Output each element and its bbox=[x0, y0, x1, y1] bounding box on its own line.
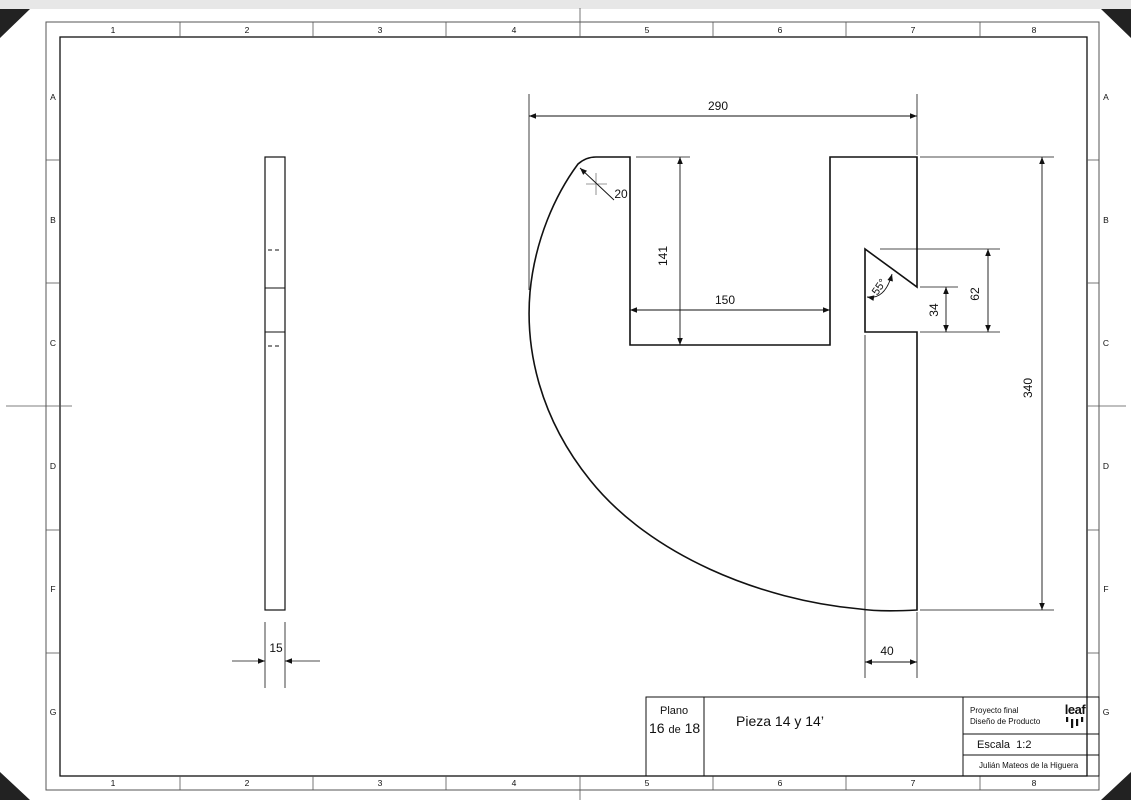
dim-notch-inner-label: 34 bbox=[927, 303, 941, 317]
zone-row-a-left: A bbox=[50, 92, 56, 102]
project-line-1: Proyecto final bbox=[970, 706, 1019, 715]
zone-col-3-bottom: 3 bbox=[378, 778, 383, 788]
scale-label: Escala bbox=[977, 739, 1011, 751]
sheet-number-group: 16 de 18 bbox=[649, 720, 700, 736]
drawing-title: Pieza 14 y 14’ bbox=[736, 713, 824, 729]
zone-col-2-bottom: 2 bbox=[245, 778, 250, 788]
title-block-lines bbox=[645, 696, 1100, 777]
part-profile bbox=[528, 156, 918, 612]
leaf-logo: leaf bbox=[1065, 702, 1087, 717]
sheet-total: 18 bbox=[684, 720, 701, 736]
corner-mount-top-right bbox=[1101, 9, 1131, 38]
top-edge-shadow bbox=[0, 0, 1131, 9]
thickness-dimension bbox=[232, 622, 320, 688]
project-line-2: Diseño de Producto bbox=[970, 717, 1041, 726]
corner-mount-bottom-left bbox=[0, 772, 30, 800]
sheet-number: 16 bbox=[649, 720, 665, 736]
zone-col-1-bottom: 1 bbox=[111, 778, 116, 788]
zone-col-8-top: 8 bbox=[1032, 25, 1037, 35]
zone-row-a-right: A bbox=[1103, 92, 1109, 102]
dim-fillet-radius-label: 20 bbox=[614, 187, 628, 201]
dim-slot-width-label: 150 bbox=[715, 293, 735, 307]
leaf-logo-mark bbox=[1066, 717, 1084, 728]
dim-width-total-label: 290 bbox=[708, 99, 728, 113]
extension-lines bbox=[528, 94, 1054, 678]
scale-group: Escala 1:2 bbox=[977, 739, 1031, 751]
zone-row-c-left: C bbox=[50, 338, 56, 348]
dim-notch-outer-label: 62 bbox=[968, 287, 982, 301]
sheet-of: de bbox=[668, 724, 681, 736]
zone-row-c-right: C bbox=[1103, 338, 1109, 348]
zone-col-7-bottom: 7 bbox=[911, 778, 916, 788]
zone-col-1-top: 1 bbox=[111, 25, 116, 35]
dimension-lines bbox=[529, 113, 1045, 665]
zone-col-4-bottom: 4 bbox=[512, 778, 517, 788]
dim-thickness-label: 15 bbox=[269, 641, 283, 655]
corner-mount-top-left bbox=[0, 9, 30, 38]
zone-row-f-right: F bbox=[1103, 584, 1108, 594]
dim-leg-width-label: 40 bbox=[880, 644, 894, 658]
zone-col-8-bottom: 8 bbox=[1032, 778, 1037, 788]
dim-slot-depth-label: 141 bbox=[656, 246, 670, 266]
zone-col-3-top: 3 bbox=[378, 25, 383, 35]
zone-row-g-left: G bbox=[50, 707, 57, 717]
dim-height-total-label: 340 bbox=[1021, 378, 1035, 398]
zone-col-2-top: 2 bbox=[245, 25, 250, 35]
zone-col-6-top: 6 bbox=[778, 25, 783, 35]
zone-col-6-bottom: 6 bbox=[778, 778, 783, 788]
zone-row-d-left: D bbox=[50, 461, 56, 471]
scale-value: 1:2 bbox=[1016, 739, 1032, 751]
plano-label: Plano bbox=[660, 705, 689, 717]
zone-row-g-right: G bbox=[1103, 707, 1110, 717]
zone-col-7-top: 7 bbox=[911, 25, 916, 35]
zone-row-d-right: D bbox=[1103, 461, 1109, 471]
zone-col-5-top: 5 bbox=[645, 25, 650, 35]
inner-frame bbox=[59, 36, 1088, 777]
corner-mount-bottom-right bbox=[1101, 772, 1131, 800]
zone-row-b-right: B bbox=[1103, 215, 1109, 225]
frame-zone-dividers bbox=[6, 8, 1126, 800]
zone-col-4-top: 4 bbox=[512, 25, 517, 35]
outer-frame bbox=[45, 21, 1100, 791]
zone-row-b-left: B bbox=[50, 215, 56, 225]
side-view bbox=[264, 156, 286, 611]
zone-row-f-left: F bbox=[50, 584, 55, 594]
author-name: Julián Mateos de la Higuera bbox=[979, 761, 1079, 770]
zone-col-5-bottom: 5 bbox=[645, 778, 650, 788]
dim-notch-angle-label: 55° bbox=[870, 277, 889, 298]
